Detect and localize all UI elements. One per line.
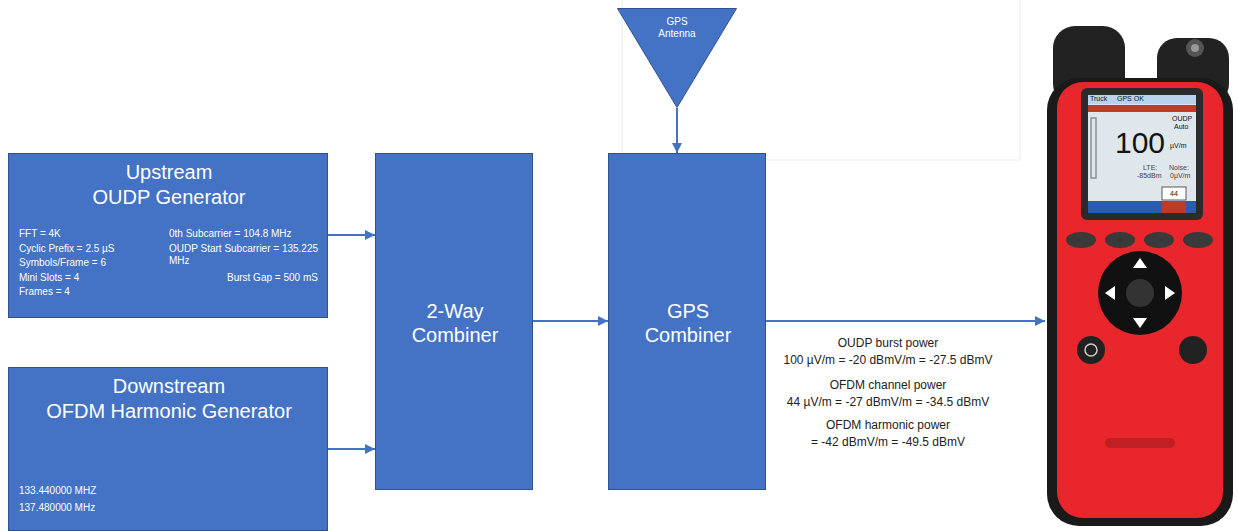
screen-text: OUDP <box>1172 115 1196 123</box>
box-title: 2-Way Combiner <box>400 299 510 347</box>
measurement-note: 100 µV/m = -20 dBmV/m = -27.5 dBmV <box>783 353 992 367</box>
screen-text: 0µV/m <box>1170 172 1196 180</box>
parameter: Frames = 4 <box>19 286 164 298</box>
parameter: Symbols/Frame = 6 <box>19 257 164 269</box>
measurement-note: 44 µV/m = -27 dBmV/m = -34.5 dBmV <box>787 395 989 409</box>
box-title: Downstream <box>9 374 329 398</box>
parameter: Burst Gap = 500 mS <box>227 272 327 284</box>
parameter: OUDP Start Subcarrier = 135.225 MHz <box>169 243 324 267</box>
frequency: 133.440000 MHZ <box>19 485 219 497</box>
screen-text: -85dBm <box>1137 172 1169 180</box>
field-meter: TruckGPS OK OUDPAuto100µV/mLTE:-85dBmNois… <box>1045 18 1235 530</box>
measurement-note: = -42 dBmV/m = -49.5 dBmV <box>811 435 965 449</box>
parameter: Mini Slots = 4 <box>19 272 164 284</box>
combiner-box: GPS Combiner <box>608 153 766 490</box>
box-title: Upstream <box>9 160 329 184</box>
signal-arrow <box>766 320 1045 322</box>
antenna-triangle: GPS Antenna <box>617 8 737 108</box>
parameter: FFT = 4K <box>19 228 164 240</box>
screen-text: Auto <box>1174 123 1196 131</box>
screen-text: Noise: <box>1169 164 1196 172</box>
screen-text: LTE: <box>1143 164 1167 172</box>
screen-text: 44 <box>1164 190 1184 198</box>
measurement-note: OFDM channel power <box>830 378 947 392</box>
signal-arrow <box>676 108 678 153</box>
generator-box: UpstreamOUDP GeneratorFFT = 4K Cyclic Pre… <box>8 153 328 318</box>
measurement-note: OUDP burst power <box>838 336 938 350</box>
measurement-note: OFDM harmonic power <box>826 418 950 432</box>
box-title: OFDM Harmonic Generator <box>9 399 329 423</box>
combiner-box: 2-Way Combiner <box>375 153 533 490</box>
generator-box: DownstreamOFDM Harmonic Generator 133.440… <box>8 367 328 531</box>
box-title: GPS Combiner <box>633 299 743 347</box>
parameter: Cyclic Prefix = 2.5 µS <box>19 243 164 255</box>
signal-arrow <box>328 234 375 236</box>
screen-text: GPS OK <box>1117 95 1147 103</box>
screen-text: Truck <box>1090 95 1116 103</box>
signal-arrow <box>328 448 375 450</box>
frequency: 137.480000 MHz <box>19 502 219 514</box>
meter-illustration <box>1045 18 1235 530</box>
screen-reading: 100 <box>1115 128 1171 158</box>
signal-arrow <box>533 320 608 322</box>
parameter: 0th Subcarrier = 104.8 MHz <box>169 228 324 240</box>
box-title: OUDP Generator <box>9 185 329 209</box>
screen-unit: µV/m <box>1170 142 1196 150</box>
antenna-label: GPS Antenna <box>651 16 703 40</box>
